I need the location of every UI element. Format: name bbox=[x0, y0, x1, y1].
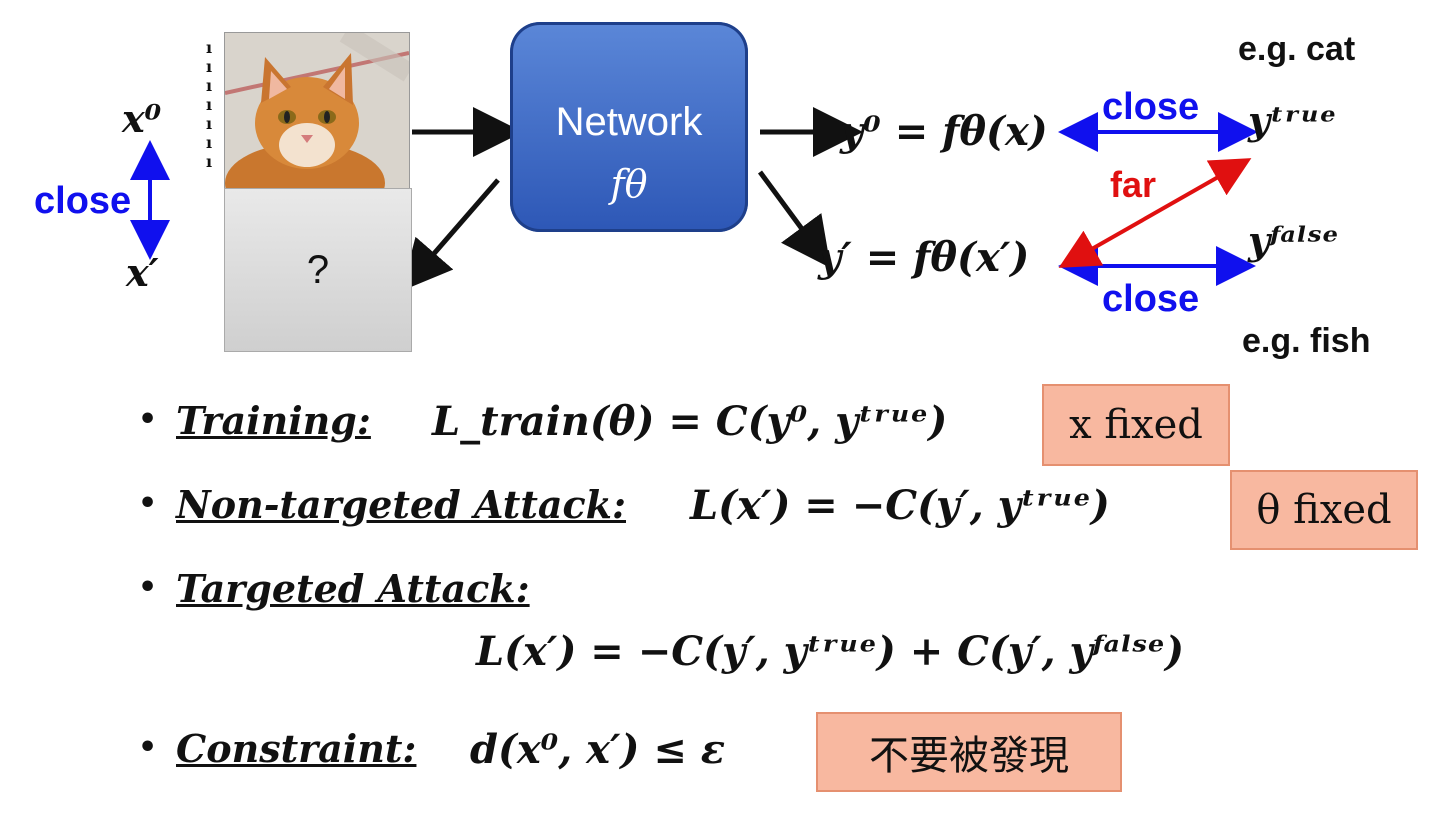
x-fixed-text: x fixed bbox=[1069, 402, 1203, 448]
network-title: Network bbox=[555, 100, 703, 144]
network-box: Network fθ bbox=[510, 22, 748, 232]
image-side-ticks: ı ı ı ı ı ı ı bbox=[206, 38, 220, 171]
training-title: Training: bbox=[176, 398, 371, 443]
undetected-callout: 不要被發現 bbox=[816, 712, 1122, 792]
theta-fixed-callout: θ fixed bbox=[1230, 470, 1418, 550]
x-fixed-callout: x fixed bbox=[1042, 384, 1230, 466]
side-tick: ı bbox=[206, 133, 213, 152]
x0-label: x⁰ bbox=[122, 96, 162, 141]
side-tick: ı bbox=[206, 57, 213, 76]
side-tick: ı bbox=[206, 38, 213, 57]
side-tick: ı bbox=[206, 76, 213, 95]
x-prime-label: x′ bbox=[126, 250, 159, 295]
far-label: far bbox=[1110, 164, 1157, 205]
yprime-expression: y′ = fθ(x′) bbox=[818, 234, 1030, 281]
side-tick: ı bbox=[206, 95, 213, 114]
side-tick: ı bbox=[206, 114, 213, 133]
targeted-title: Targeted Attack: bbox=[176, 566, 530, 611]
bullet-dot: • bbox=[138, 402, 158, 437]
non-targeted-title: Non-targeted Attack: bbox=[176, 482, 626, 527]
eg-cat-label: e.g. cat bbox=[1238, 30, 1356, 68]
eg-fish-label: e.g. fish bbox=[1242, 322, 1371, 360]
undetected-text: 不要被發現 bbox=[869, 733, 1069, 779]
close-top-label: close bbox=[1102, 86, 1200, 128]
edge-unknown-to-network bbox=[401, 178, 500, 291]
bullet-dot: • bbox=[138, 570, 158, 605]
targeted-equation: L(x′) = −C(y′, yᵗʳᵘᵉ) + C(y′, yᶠᵃˡˢᵉ) bbox=[476, 628, 1185, 675]
theta-fixed-text: θ fixed bbox=[1256, 487, 1392, 533]
input-close-label: close bbox=[34, 180, 132, 222]
non-targeted-equation: L(x′) = −C(y′, yᵗʳᵘᵉ) bbox=[690, 482, 1110, 529]
cat-photo bbox=[224, 32, 410, 190]
y0-expression: y⁰ = fθ(x) bbox=[840, 108, 1048, 155]
constraint-title: Constraint: bbox=[176, 726, 417, 771]
close-bottom-label: close bbox=[1102, 278, 1200, 320]
bullet-dot: • bbox=[138, 486, 158, 521]
unknown-image: ? bbox=[224, 188, 412, 352]
ytrue-label: yᵗʳᵘᵉ bbox=[1248, 98, 1337, 143]
edge-network-to-yprime bbox=[757, 170, 831, 269]
training-equation: L_train(θ) = C(y⁰, yᵗʳᵘᵉ) bbox=[432, 398, 948, 445]
yfalse-label: yᶠᵃˡˢᵉ bbox=[1248, 218, 1339, 263]
side-tick: ı bbox=[206, 152, 213, 171]
unknown-mark: ? bbox=[306, 247, 330, 292]
bullet-dot: • bbox=[138, 730, 158, 765]
network-function: fθ bbox=[610, 162, 648, 206]
constraint-equation: d(x⁰, x′) ≤ ε bbox=[470, 726, 726, 773]
